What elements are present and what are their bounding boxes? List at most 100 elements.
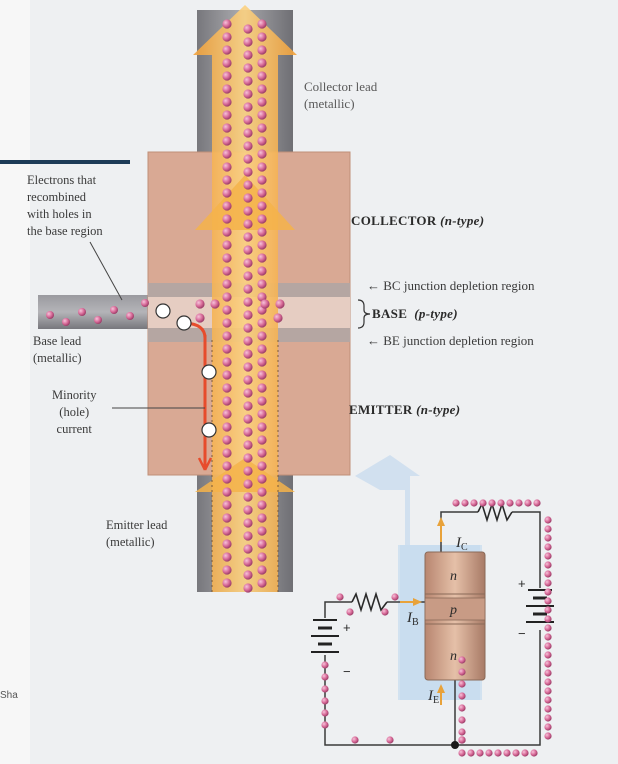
electron [544,561,551,568]
electron [257,526,266,535]
electron [544,642,551,649]
electron [222,253,231,262]
electron [391,593,398,600]
layer-n-top: n [450,569,457,584]
electron [485,749,492,756]
base-label: BASE (p-type) [372,305,458,322]
electron [257,331,266,340]
electron [257,110,266,119]
electron [222,565,231,574]
electrons-note-label: Electrons that recombined with holes in … [27,172,103,240]
electron [257,162,266,171]
electron [257,370,266,379]
electron [243,401,252,410]
electron [257,448,266,457]
electron [243,362,252,371]
electron [222,149,231,158]
electron [257,32,266,41]
electron [243,557,252,566]
electron [257,279,266,288]
electron [243,479,252,488]
electron [488,499,495,506]
electron [222,539,231,548]
base-lead-label: Base lead (metallic) [33,333,82,367]
electron [243,518,252,527]
electron [243,89,252,98]
electron [470,499,477,506]
electron [46,311,54,319]
electron [222,84,231,93]
electron [243,453,252,462]
electron [524,499,531,506]
electron [222,500,231,509]
electron [222,201,231,210]
electron [222,435,231,444]
electron [257,487,266,496]
electron [257,539,266,548]
electron [257,97,266,106]
electron [222,448,231,457]
electron [243,583,252,592]
electron [243,37,252,46]
electron [126,312,134,320]
electron [222,513,231,522]
right-battery-plus: + [518,576,526,591]
electron [544,696,551,703]
electron [257,409,266,418]
right-battery-minus: − [518,626,526,641]
layer-n-bottom: n [450,649,457,664]
electron [62,318,70,326]
electron [458,749,465,756]
electron [222,292,231,301]
base-type-text: (p-type) [414,306,458,321]
electron [222,305,231,314]
electron [458,656,465,663]
electron [458,704,465,711]
electron [257,565,266,574]
hole [177,316,191,330]
electron [321,721,328,728]
hole [202,365,216,379]
electron [461,499,468,506]
electron [141,299,149,307]
electron [452,499,459,506]
electron [257,513,266,522]
electron [222,578,231,587]
electron [257,318,266,327]
electron [222,58,231,67]
electron [243,50,252,59]
electron [94,316,102,324]
electron [544,588,551,595]
electron [243,323,252,332]
electron [544,705,551,712]
electron [78,308,86,316]
electron [257,58,266,67]
base-lead [38,295,153,329]
electron [195,299,204,308]
electron [512,749,519,756]
electron [243,258,252,267]
electron [503,749,510,756]
electron [243,102,252,111]
electron [243,388,252,397]
electron [257,552,266,561]
electron [243,219,252,228]
electron [222,526,231,535]
electron [458,728,465,735]
hole [202,423,216,437]
electron [530,749,537,756]
electron [544,552,551,559]
electron [222,227,231,236]
electron [257,45,266,54]
electron [243,349,252,358]
electron [257,383,266,392]
ground-node [451,741,459,749]
electron [257,71,266,80]
electron [243,336,252,345]
electron [386,736,393,743]
electron [257,84,266,93]
electron [521,749,528,756]
electron [222,71,231,80]
left-margin [0,0,30,764]
electron [222,344,231,353]
